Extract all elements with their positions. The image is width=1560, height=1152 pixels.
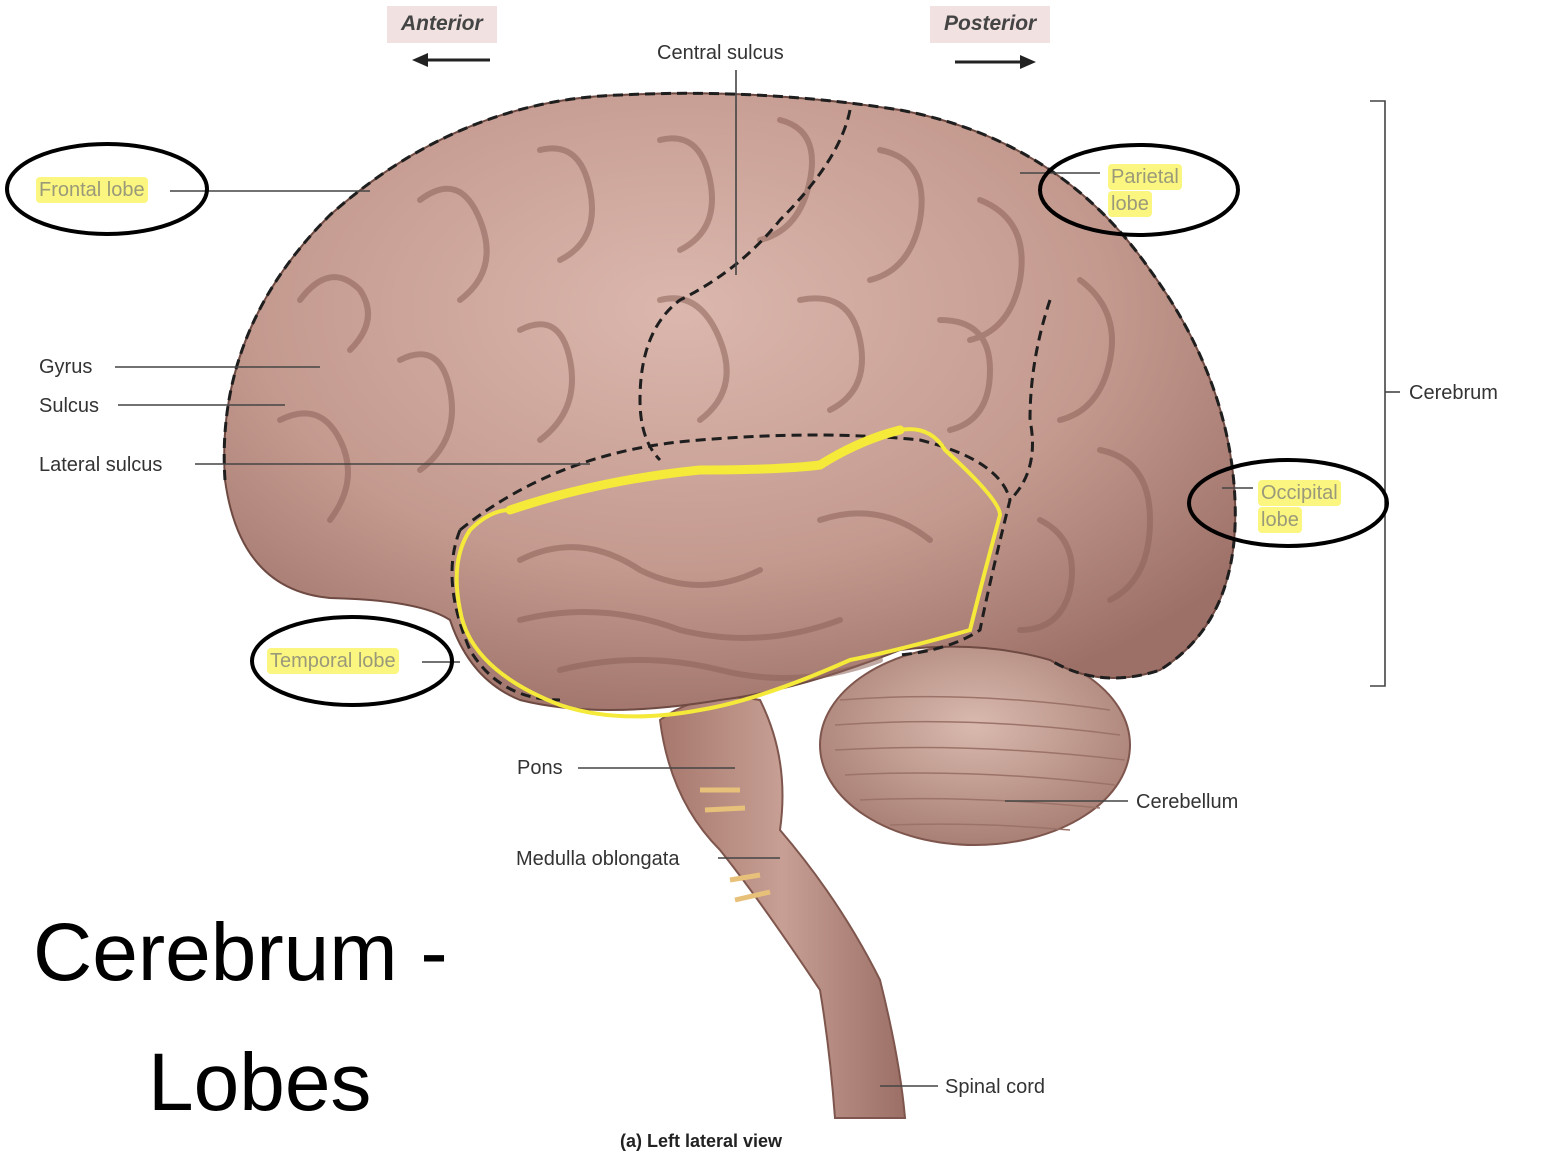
anterior-label: Anterior — [387, 6, 497, 43]
temporal-lobe-label: Temporal lobe — [267, 648, 399, 674]
slide-title-line1: Cerebrum - — [33, 907, 448, 998]
direction-arrows — [412, 53, 1036, 69]
central-sulcus-label: Central sulcus — [657, 42, 784, 64]
medulla-oblongata-label: Medulla oblongata — [516, 848, 680, 870]
occipital-lobe-line2: lobe — [1258, 507, 1302, 533]
parietal-lobe-label: Parietal lobe — [1108, 164, 1182, 218]
parietal-lobe-line2: lobe — [1108, 191, 1152, 217]
cerebellum-label: Cerebellum — [1136, 791, 1239, 813]
occipital-lobe-circle — [1187, 458, 1389, 548]
temporal-lobe-text: Temporal lobe — [267, 648, 399, 674]
figure-caption: (a) Left lateral view — [620, 1131, 783, 1151]
spinal-cord-label: Spinal cord — [945, 1076, 1046, 1098]
cerebellum-folia — [834, 695, 1126, 831]
posterior-label: Posterior — [930, 6, 1051, 43]
lateral-sulcus-highlight — [505, 425, 905, 515]
annotation-circles — [5, 142, 1389, 707]
frontal-lobe-circle — [5, 142, 209, 236]
occipital-lobe-line1: Occipital — [1258, 480, 1341, 506]
temporal-lobe-circle — [250, 615, 454, 707]
parietal-lobe-circle — [1038, 143, 1240, 237]
gyrus-label: Gyrus — [39, 356, 93, 378]
sulcus-label: Sulcus — [39, 395, 100, 417]
pons-label: Pons — [517, 757, 563, 779]
frontal-lobe-text: Frontal lobe — [36, 177, 148, 203]
parietal-lobe-line1: Parietal — [1108, 164, 1182, 190]
cerebrum-label: Cerebrum — [1409, 382, 1498, 404]
leader-lines — [115, 70, 1400, 1087]
frontal-lobe-label: Frontal lobe — [36, 177, 148, 203]
occipital-lobe-label: Occipital lobe — [1258, 480, 1341, 534]
lobe-boundaries — [222, 91, 1237, 702]
lateral-sulcus-label: Lateral sulcus — [39, 454, 163, 476]
slide-title-line2: Lobes — [148, 1037, 372, 1128]
cranial-nerve-roots — [700, 787, 771, 903]
